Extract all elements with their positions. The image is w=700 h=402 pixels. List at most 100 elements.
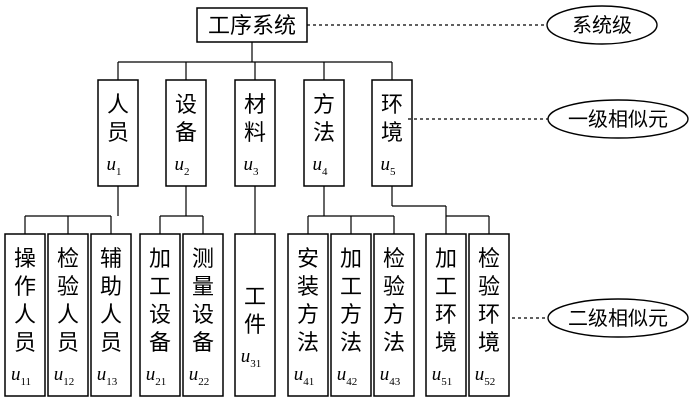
variable-symbol: u [337,364,347,385]
node-variable: u43 [380,364,401,388]
node-char: 件 [244,313,266,338]
node-variable: u3 [244,154,260,178]
node-variable: u13 [97,364,118,388]
variable-subscript: 1 [116,166,122,178]
node-char: 作 [14,275,36,300]
node-char: 法 [383,331,405,356]
node-char: 检 [478,247,500,272]
node-box [373,233,415,397]
node-char: 设 [149,303,171,328]
node-box [182,233,224,397]
variable-symbol: u [241,346,251,367]
variable-symbol: u [380,364,390,385]
node-char: 人 [14,303,36,328]
node-char: 量 [192,275,214,300]
node-variable: u4 [313,154,329,178]
node-variable: u2 [175,154,190,178]
node-char: 助 [100,275,122,300]
variable-symbol: u [432,364,442,385]
node-char: 环 [435,303,457,328]
node-box [47,233,89,397]
node-char: 方 [313,93,335,118]
node-char: 验 [383,275,405,300]
node-char: 环 [381,93,403,118]
variable-symbol: u [146,364,156,385]
variable-symbol: u [175,154,185,175]
node-char: 人 [100,303,122,328]
node-variable: u42 [337,364,358,388]
variable-subscript: 5 [390,166,396,178]
node-box [90,233,132,397]
variable-subscript: 42 [346,376,357,388]
node-char: 环 [478,303,500,328]
connector-lines [24,42,490,234]
node-box [468,233,510,397]
node-char: 设 [192,303,214,328]
node-char: 备 [192,331,214,356]
node-char: 测 [192,247,214,272]
variable-subscript: 11 [20,376,31,388]
node-variable: u1 [107,154,122,178]
variable-symbol: u [189,364,199,385]
node-char: 工 [340,275,362,300]
variable-subscript: 43 [389,376,401,388]
node-variable: u12 [54,364,75,388]
node-char: 加 [340,247,362,272]
node-box [234,233,276,397]
node-char: 装 [297,275,319,300]
variable-symbol: u [381,154,391,175]
node-box [425,233,467,397]
node-variable: u51 [432,364,453,388]
node-variable: u21 [146,364,167,388]
variable-subscript: 12 [63,376,74,388]
variable-subscript: 21 [155,376,166,388]
variable-symbol: u [97,364,107,385]
node-char: 方 [297,303,319,328]
node-char: 检 [57,247,79,272]
variable-subscript: 41 [303,376,314,388]
node-char: 工 [435,275,457,300]
variable-subscript: 31 [250,358,261,370]
node-variable: u52 [475,364,496,388]
node-variable: u5 [381,154,397,178]
variable-symbol: u [475,364,485,385]
node-char: 工 [244,285,266,310]
variable-subscript: 51 [441,376,452,388]
node-char: 人 [57,303,79,328]
node-box [371,79,413,187]
level1-label: 一级相似元 [568,107,668,131]
node-char: 设 [175,93,197,118]
root-node-label: 工序系统 [208,14,296,39]
node-box [234,79,276,187]
node-char: 境 [435,331,457,356]
node-char: 境 [478,331,500,356]
node-char: 方 [340,303,362,328]
variable-subscript: 2 [184,166,190,178]
variable-symbol: u [244,154,254,175]
node-char: 员 [100,331,122,356]
node-box [330,233,372,397]
node-char: 操 [14,247,36,272]
node-char: 检 [383,247,405,272]
node-char: 备 [175,121,197,146]
level2-ellipse [547,298,689,338]
level2-nodes: 操作人员u11检验人员u12辅助人员u13加工设备u21测量设备u22工件u31… [4,233,510,397]
node-variable: u11 [11,364,31,388]
node-box [139,233,181,397]
